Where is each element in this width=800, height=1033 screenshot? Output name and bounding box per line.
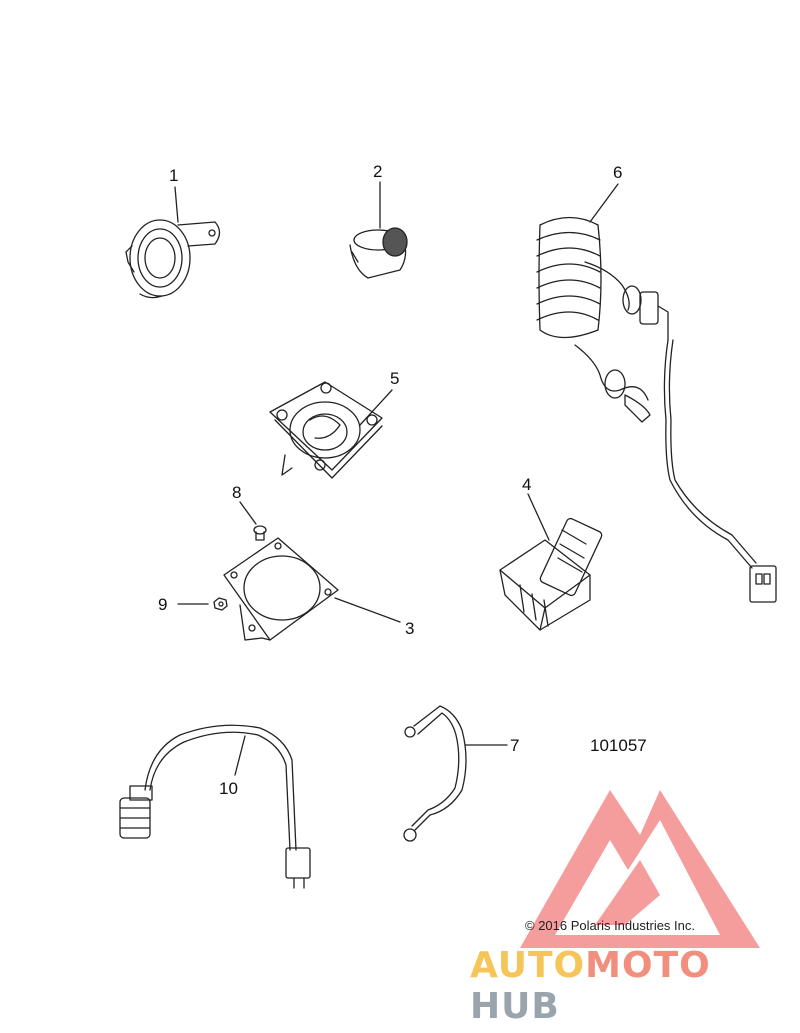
part-1-connector (125, 219, 221, 299)
watermark-brand: AUTOMOTO HUB (470, 945, 800, 1027)
callout-6: 6 (613, 163, 623, 182)
part-9-nut (213, 597, 228, 611)
copyright-notice: © 2016 Polaris Industries Inc. (525, 918, 695, 933)
part-5-switch-housing (269, 381, 383, 479)
diagram-part-number: 101057 (590, 736, 647, 755)
part-6-coiled-lanyard (536, 216, 777, 603)
callout-3: 3 (405, 619, 415, 638)
leader-5 (359, 389, 393, 426)
part-3-bracket (223, 537, 339, 641)
callout-9: 9 (158, 595, 168, 614)
callout-5: 5 (390, 369, 400, 388)
watermark-part-moto: MOTO (585, 945, 711, 986)
leader-8 (239, 501, 257, 525)
watermark-part-hub: HUB (470, 986, 560, 1027)
leader-3 (334, 597, 401, 623)
watermark-part-auto: AUTO (470, 945, 586, 986)
leader-6 (589, 183, 619, 223)
leader-1 (174, 186, 179, 223)
callout-7: 7 (510, 736, 520, 755)
part-2-sleeve (349, 227, 408, 279)
part-7-ground-strap (403, 705, 467, 842)
leader-4 (527, 493, 550, 541)
leader-10 (234, 735, 246, 776)
part-8-screw (253, 525, 267, 541)
callout-8: 8 (232, 483, 242, 502)
callout-2: 2 (373, 162, 383, 181)
watermark-logo-icon (520, 790, 760, 948)
part-10-socket-harness (119, 724, 311, 889)
callout-1: 1 (169, 166, 179, 185)
part-4-connector-block (499, 517, 603, 631)
callout-4: 4 (522, 475, 532, 494)
callout-10: 10 (219, 779, 238, 798)
